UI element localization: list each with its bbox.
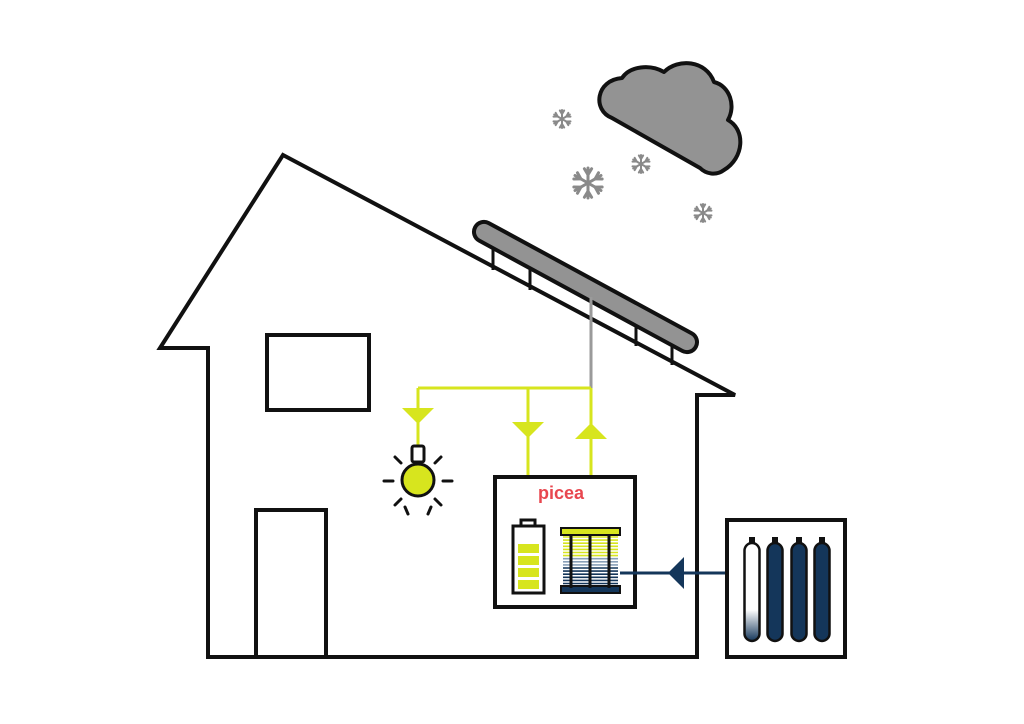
hydrogen-tank-icon [743, 537, 761, 643]
snowflake-icon [631, 154, 651, 174]
arrow-down-to-battery-icon [512, 422, 544, 438]
battery-cell [518, 568, 539, 577]
battery-icon [511, 518, 546, 595]
hydrogen-tank-group [743, 537, 831, 643]
hydrogen-tank-icon [766, 537, 784, 643]
snow-cloud-icon [597, 61, 743, 176]
arrow-down-to-bulb-icon [402, 408, 434, 424]
snowflake-icon [572, 166, 604, 200]
hydrogen-tank-icon [813, 537, 831, 643]
battery-cell [518, 556, 539, 565]
electrolyser-fuel-cell-icon [560, 527, 621, 594]
battery-cell [518, 580, 539, 589]
snowflake-icon [552, 109, 572, 129]
battery-cell [518, 532, 539, 541]
arrow-left-icon [668, 557, 684, 589]
solar-panel-icon [471, 219, 700, 365]
hydrogen-tank-icon [790, 537, 808, 643]
brand-logo: picea [538, 483, 585, 503]
window [265, 333, 371, 412]
battery-cell [518, 544, 539, 553]
light-bulb-icon [382, 444, 454, 516]
arrow-up-from-unit-icon [575, 423, 607, 439]
snowflake-group [552, 109, 713, 223]
house-outline-icon [156, 152, 736, 659]
hydrogen-supply-line [620, 557, 727, 589]
snowflake-icon [693, 203, 713, 223]
door [254, 508, 328, 659]
